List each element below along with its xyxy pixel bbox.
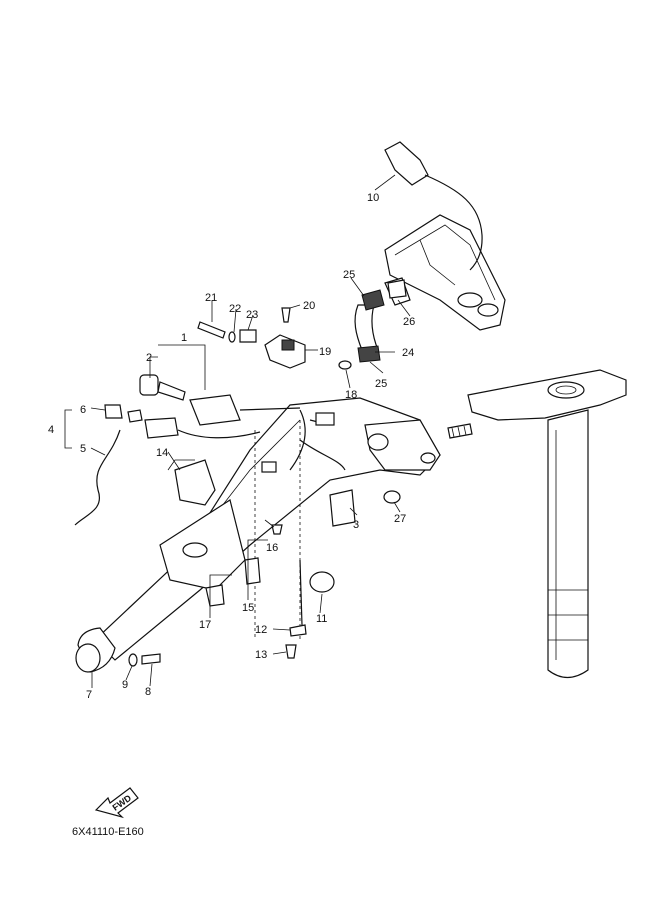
part-14-cover — [174, 459, 216, 506]
part-15-clamp — [244, 557, 261, 585]
callout-13: 13 — [255, 649, 267, 661]
part-20-screw — [281, 307, 291, 323]
part-26-retainer — [387, 279, 407, 299]
part-11-rectifier — [299, 559, 335, 626]
callout-11: 11 — [316, 613, 327, 625]
callout-3: 3 — [353, 519, 359, 531]
part-7-grip — [75, 627, 116, 673]
callout-2: 2 — [146, 352, 152, 364]
part-23-collar — [239, 329, 257, 343]
callout-10: 10 — [367, 192, 379, 204]
diagram-code: 6X41110-E160 — [72, 826, 144, 838]
callout-15: 15 — [242, 602, 254, 614]
callout-25-second: 25 — [375, 378, 387, 390]
part-18-clamp — [338, 360, 352, 370]
part-1-main-switch — [139, 374, 301, 426]
callout-19: 19 — [319, 346, 331, 358]
callout-20: 20 — [303, 300, 315, 312]
part-3-connector-holder — [329, 489, 356, 527]
part-4-stop-switch — [104, 404, 261, 439]
fwd-arrow-icon: FWD — [94, 787, 139, 819]
part-10-connector — [384, 141, 483, 271]
leader-lines — [64, 174, 411, 688]
part-12-clip — [289, 624, 307, 637]
callout-21: 21 — [205, 292, 217, 304]
callout-24: 24 — [402, 347, 414, 359]
callout-17: 17 — [199, 619, 211, 631]
callout-23: 23 — [246, 309, 258, 321]
steering-handle — [94, 397, 441, 661]
callout-27: 27 — [394, 513, 406, 525]
callout-7: 7 — [86, 689, 92, 701]
callout-9: 9 — [122, 679, 128, 691]
part-24-hose — [354, 277, 411, 363]
callout-16: 16 — [266, 542, 278, 554]
callout-14: 14 — [156, 447, 168, 459]
part-13-bolt — [285, 644, 297, 659]
callout-labels: 1 2 3 4 5 6 7 8 9 10 11 12 13 14 15 16 1… — [48, 192, 415, 701]
bottom-cowling-bracket — [384, 214, 506, 331]
part-19-bracket — [264, 334, 306, 369]
part-22-washer — [228, 331, 236, 343]
callout-12: 12 — [255, 624, 267, 636]
part-27-nut — [383, 490, 401, 504]
callout-25: 25 — [343, 269, 355, 281]
callout-22: 22 — [229, 303, 241, 315]
part-16-screw — [271, 524, 283, 535]
callout-26: 26 — [403, 316, 415, 328]
steering-shaft — [447, 369, 627, 679]
wire-connector — [315, 412, 335, 426]
callout-8: 8 — [145, 686, 151, 698]
part-17-clip — [205, 584, 225, 607]
part-9-washer — [128, 653, 138, 667]
wire-connector — [261, 461, 277, 473]
callout-4: 4 — [48, 424, 54, 436]
callout-1: 1 — [181, 332, 187, 344]
part-8-bolt — [141, 653, 161, 665]
part-5-lanyard — [74, 429, 121, 526]
part-21-bolt — [197, 321, 226, 339]
callout-6: 6 — [80, 404, 86, 416]
callout-18: 18 — [345, 389, 357, 401]
callout-5: 5 — [80, 443, 86, 455]
